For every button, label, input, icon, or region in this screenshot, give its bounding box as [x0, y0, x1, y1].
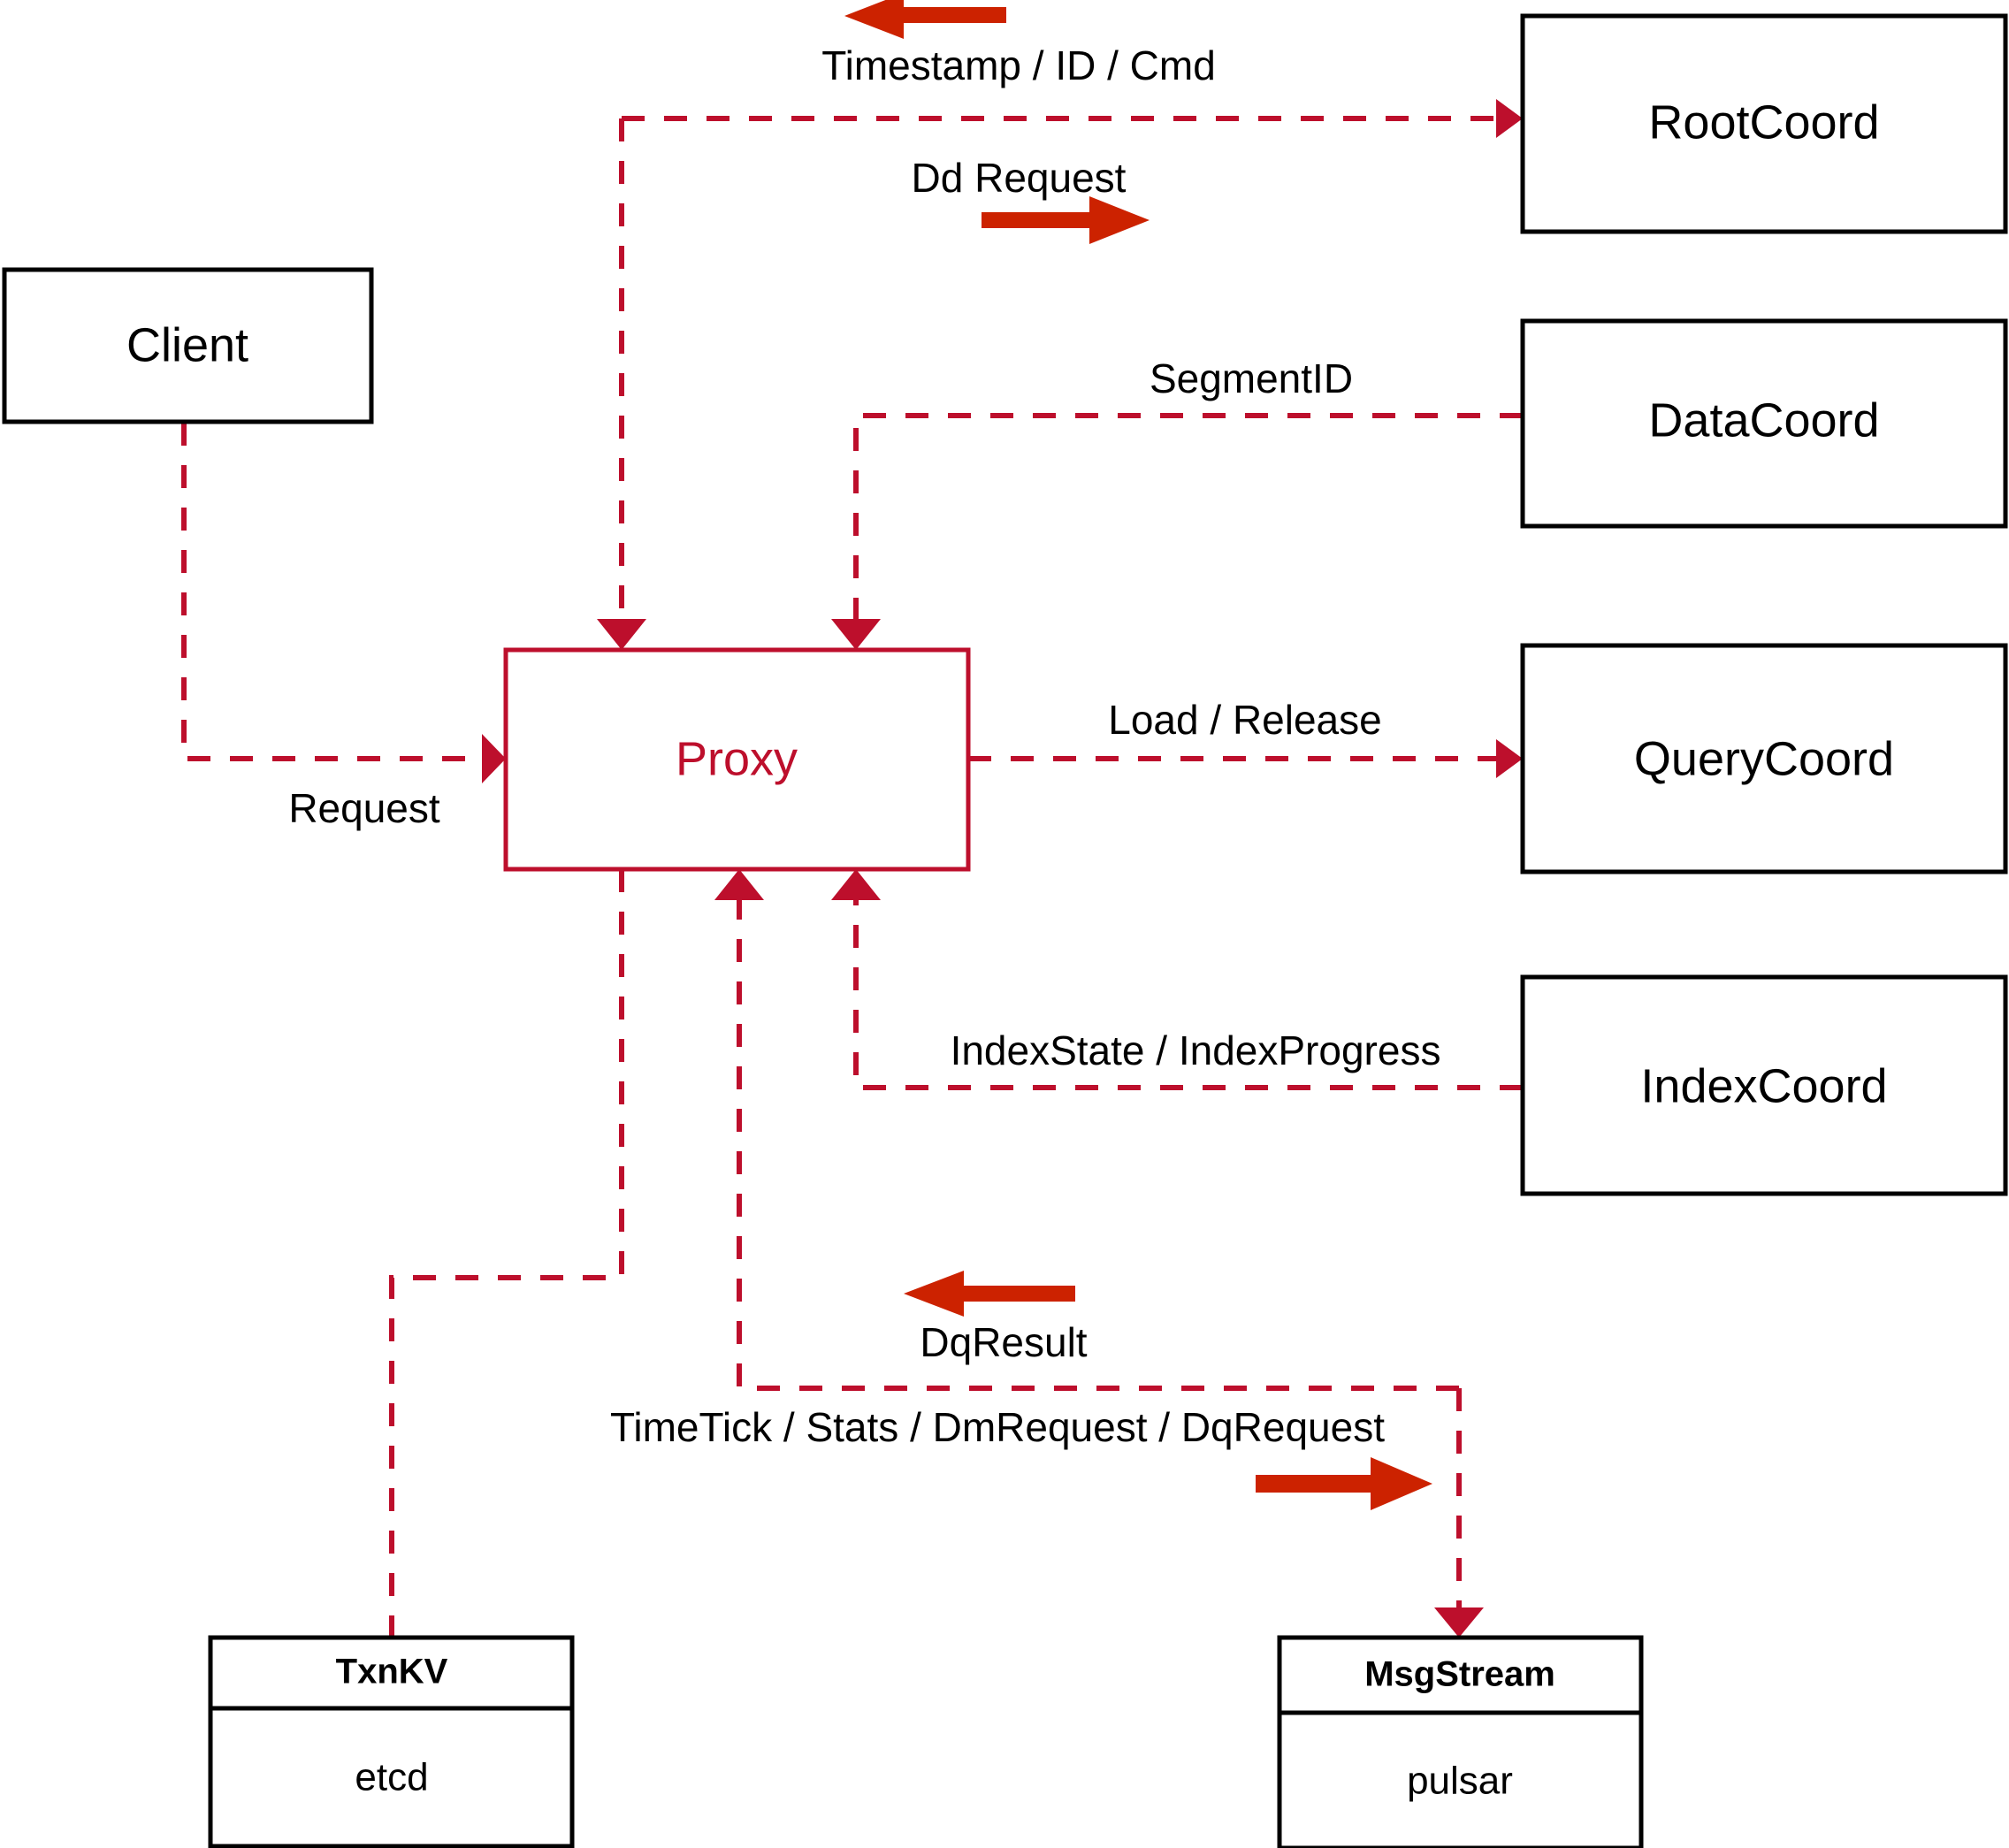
edge-label-indexcoord-state: IndexState / IndexProgress	[951, 1027, 1441, 1073]
edge-querycoord-load	[968, 739, 1523, 778]
edge-msgstream-dqresult	[714, 869, 1459, 1391]
flow-arrow-dqresult-left	[904, 1271, 1075, 1317]
node-querycoord-label: QueryCoord	[1634, 732, 1894, 785]
edge-label-rootcoord-response: Timestamp / ID / Cmd	[821, 42, 1216, 88]
edge-indexcoord-state	[831, 869, 1523, 1090]
flow-arrow-timestamp-left	[844, 0, 1006, 39]
edge-label-msgstream-requests: TimeTick / Stats / DmRequest / DqRequest	[610, 1404, 1385, 1450]
node-msgstream[interactable]: MsgStream pulsar	[1277, 1635, 1644, 1848]
node-client[interactable]: Client	[2, 267, 374, 424]
edge-txnkv-link	[389, 869, 624, 1638]
node-rootcoord-label: RootCoord	[1648, 95, 1879, 149]
node-msgstream-title: MsgStream	[1364, 1655, 1555, 1694]
edge-label-client-request: Request	[288, 785, 440, 831]
edge-msgstream-requests	[1434, 1388, 1484, 1638]
node-proxy[interactable]: Proxy	[503, 647, 971, 872]
edge-rootcoord-response	[597, 118, 646, 650]
node-datacoord-label: DataCoord	[1648, 393, 1879, 447]
node-txnkv[interactable]: TxnKV etcd	[208, 1635, 575, 1848]
node-msgstream-impl: pulsar	[1407, 1760, 1513, 1803]
node-rootcoord[interactable]: RootCoord	[1520, 13, 2008, 234]
node-datacoord[interactable]: DataCoord	[1520, 318, 2008, 529]
flow-arrow-dqrequest-right	[1256, 1457, 1432, 1510]
node-proxy-label: Proxy	[676, 732, 798, 785]
edge-client-request	[181, 423, 506, 783]
edge-rootcoord-request	[622, 99, 1523, 138]
edge-label-msgstream-dqresult: DqResult	[920, 1319, 1087, 1365]
node-client-label: Client	[126, 318, 248, 371]
node-indexcoord[interactable]: IndexCoord	[1520, 974, 2008, 1196]
node-txnkv-title: TxnKV	[336, 1653, 448, 1691]
flow-arrow-dd-request-right	[982, 196, 1150, 244]
edge-datacoord-segmentid	[831, 413, 1523, 650]
edge-label-datacoord-segmentid: SegmentID	[1150, 355, 1353, 401]
edge-label-rootcoord-request: Dd Request	[912, 155, 1127, 201]
node-txnkv-impl: etcd	[355, 1756, 428, 1799]
node-querycoord[interactable]: QueryCoord	[1520, 643, 2008, 874]
edge-label-querycoord-load: Load / Release	[1108, 697, 1381, 743]
node-indexcoord-label: IndexCoord	[1640, 1059, 1887, 1112]
